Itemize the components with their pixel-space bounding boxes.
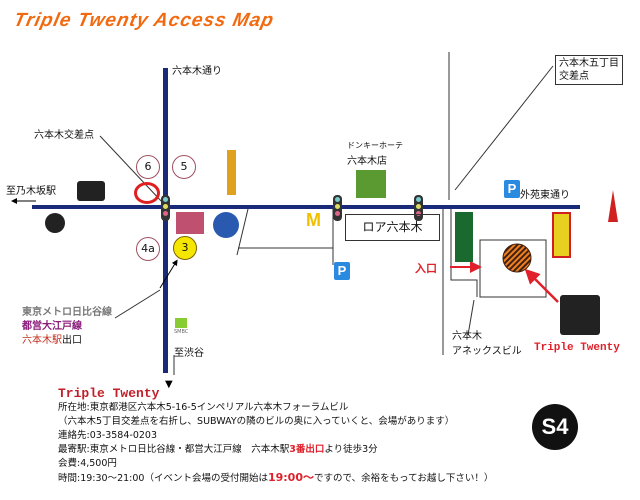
subway-shop-icon — [455, 212, 473, 262]
smbc-label: SMBC — [174, 329, 189, 335]
oedo-line-label: 都営大江戸線 — [22, 321, 82, 332]
info-address: 所在地:東京都港区六本木5-16-5インペリアル六本木フォーラムビル — [58, 402, 349, 413]
tokyo-tower-icon — [608, 190, 618, 222]
station-name: 六本木駅 — [22, 335, 62, 346]
roppongi-dori-road — [32, 205, 580, 209]
smbc-icon — [175, 318, 187, 328]
shop-icon — [77, 181, 105, 201]
donki-label-2: 六本木店 — [347, 156, 387, 167]
daily-shop-icon — [552, 212, 571, 258]
traffic-light-icon — [161, 195, 170, 221]
roa-roppongi-building: ロア六本木 — [345, 214, 440, 241]
donki-penguin-icon — [356, 170, 386, 198]
annex-line1: 六本木 — [452, 331, 482, 342]
coffee-shop-icon — [213, 212, 239, 238]
info-nearest-station: 最寄駅:東京メトロ日比谷線・都営大江戸線 六本木駅3番出口より徒歩3分 — [58, 443, 493, 457]
exit-3: 3 — [173, 236, 197, 260]
bank-icon — [134, 182, 160, 204]
exit-6: 6 — [136, 155, 160, 179]
donki-label-1: ドンキーホーテ — [347, 141, 403, 150]
parking-icon: P — [334, 262, 350, 280]
info-fee: 会費:4,500円 — [58, 458, 117, 469]
info-contact: 連絡先:03-3584-0203 — [58, 430, 157, 441]
annex-label: 六本木アネックスビル — [452, 327, 522, 357]
info-venue-name: Triple Twenty — [58, 386, 160, 401]
traffic-light-icon — [333, 195, 342, 221]
venue-marker — [502, 243, 532, 273]
traffic-light-icon — [414, 195, 423, 221]
time-prefix: 時間:19:30〜21:00（イベント会場の受付開始は — [58, 473, 268, 484]
mcdonalds-icon: M — [306, 210, 321, 230]
station-exit-label: 六本木駅出口 — [22, 334, 112, 348]
exit-5: 5 — [172, 155, 196, 179]
nearest-suffix: より徒歩3分 — [324, 444, 378, 455]
direction-shibuya: 至渋谷 — [174, 348, 204, 359]
station-label: 東京メトロ日比谷線 都営大江戸線 六本木駅出口 — [22, 306, 112, 348]
time-open: 19:00〜 — [267, 471, 314, 484]
roppongi5-intersection-box: 六本木五丁目交差点 — [555, 55, 623, 85]
road-label-gaien: 外苑東通り — [520, 190, 570, 201]
svg-text:▼: ▼ — [165, 379, 173, 390]
direction-nogizaka: 至乃木坂駅 — [6, 186, 56, 197]
label-line1: 六本木五丁目 — [559, 58, 619, 69]
venue-label: Triple Twenty — [534, 342, 620, 354]
info-directions: （六本木5丁目交差点を右折し、SUBWAYの隣のビルの奥に入っていくと、会場があ… — [58, 416, 455, 427]
time-suffix: ですので、余裕をもってお越し下さい！） — [313, 473, 494, 484]
shop-icon — [227, 150, 236, 195]
nearest-prefix: 最寄駅:東京メトロ日比谷線・都営大江戸線 六本木駅 — [58, 444, 290, 455]
label-line2: 交差点 — [559, 71, 589, 82]
parking-icon: P — [504, 180, 520, 198]
shop-icon — [176, 212, 204, 234]
roppongi-intersection-label: 六本木交差点 — [34, 130, 94, 141]
nearest-exit: 3番出口 — [289, 444, 325, 455]
shop-icon — [45, 213, 65, 233]
annex-line2: アネックスビル — [452, 346, 522, 357]
info-time: 時間:19:30〜21:00（イベント会場の受付開始は19:00〜ですので、余裕… — [58, 471, 493, 486]
road-label-roppongi-dori: 六本木通り — [172, 66, 222, 77]
entrance-label: 入口 — [415, 262, 437, 275]
exit-4a: 4a — [136, 237, 160, 261]
exit-word: 出口 — [62, 335, 82, 346]
hibiya-line-label: 東京メトロ日比谷線 — [22, 307, 112, 318]
triple-twenty-logo — [560, 295, 600, 335]
venue-arrow — [524, 268, 559, 303]
s4-logo: S4 — [532, 404, 578, 450]
venue-info: Triple Twenty 所在地:東京都港区六本木5-16-5インペリアル六本… — [58, 386, 493, 486]
